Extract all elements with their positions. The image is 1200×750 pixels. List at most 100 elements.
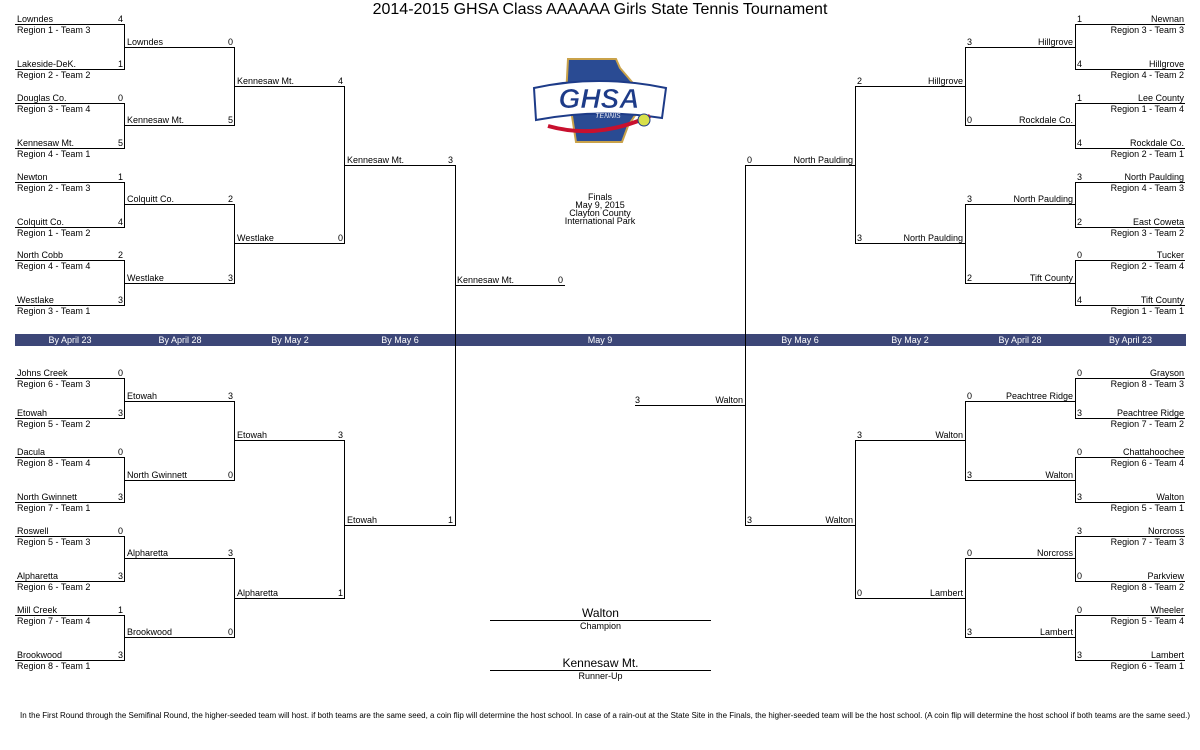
team-score: 2: [227, 194, 233, 204]
team-score: 0: [117, 526, 123, 536]
team-name: Parkview: [1147, 571, 1184, 581]
team-seed: Region 2 - Team 4: [1110, 261, 1184, 271]
team-seed: Region 3 - Team 2: [1110, 228, 1184, 238]
bracket-line: [1075, 182, 1076, 228]
team-score: 0: [1077, 368, 1083, 378]
team-score: 3: [857, 233, 863, 243]
team-name: North Paulding: [1124, 172, 1184, 182]
team-score: 5: [227, 115, 233, 125]
champion-line: [490, 620, 711, 621]
bracket-line: [124, 24, 125, 70]
team-seed: Region 1 - Team 1: [1110, 306, 1184, 316]
team-name: Hillgrove: [1037, 37, 1073, 47]
bracket-line: [455, 285, 565, 286]
team-seed: Region 2 - Team 2: [17, 70, 91, 80]
team-name: Kennesaw Mt.: [127, 115, 185, 125]
team-score: 4: [1077, 59, 1083, 69]
bracket-line: [965, 558, 966, 638]
champion-block: Walton Champion: [490, 607, 711, 631]
finals-info-line: Clayton County: [569, 208, 631, 218]
bracket-line: [234, 558, 235, 638]
team-name: Lambert: [929, 588, 963, 598]
team-name: Lowndes: [17, 14, 54, 24]
bracket-line: [855, 440, 965, 441]
team-name: Etowah: [17, 408, 48, 418]
round-label: By May 6: [381, 335, 419, 345]
bracket-line: [124, 536, 125, 582]
bracket-line: [235, 598, 345, 599]
team-score: 1: [447, 515, 453, 525]
team-score: 3: [447, 155, 453, 165]
team-name: East Coweta: [1132, 217, 1184, 227]
team-name: Norcross: [1036, 548, 1073, 558]
team-name: Lee County: [1137, 93, 1184, 103]
bracket-line: [125, 204, 235, 205]
bracket-line: [344, 440, 345, 599]
team-score: 0: [117, 447, 123, 457]
team-name: Walton: [1156, 492, 1184, 502]
bracket-line: [855, 440, 856, 599]
team-score: 3: [635, 395, 641, 405]
team-name: Alpharetta: [237, 588, 279, 598]
bracket-line: [965, 204, 1075, 205]
bracket-line: [234, 401, 235, 481]
bracket-line: [1075, 378, 1076, 419]
champion-team: Walton: [582, 606, 619, 620]
bracket-line: [1075, 305, 1185, 306]
team-name: Etowah: [347, 515, 378, 525]
bracket-line: [635, 405, 745, 406]
team-score: 0: [967, 548, 973, 558]
bracket-line: [745, 165, 746, 526]
bracket-line: [125, 47, 235, 48]
team-name: Westlake: [17, 295, 54, 305]
team-name: North Gwinnett: [127, 470, 188, 480]
team-name: Kennesaw Mt.: [457, 275, 515, 285]
team-score: 4: [1077, 295, 1083, 305]
bracket-line: [125, 480, 235, 481]
bracket-line: [15, 378, 125, 379]
bracket-line: [1075, 615, 1185, 616]
bracket-line: [15, 227, 125, 228]
team-name: Etowah: [237, 430, 268, 440]
team-name: Newnan: [1150, 14, 1184, 24]
team-seed: Region 4 - Team 4: [17, 261, 91, 271]
team-score: 3: [1077, 492, 1083, 502]
team-score: 0: [227, 37, 233, 47]
team-name: Johns Creek: [17, 368, 68, 378]
team-name: Kennesaw Mt.: [17, 138, 75, 148]
team-score: 5: [117, 138, 123, 148]
bracket-line: [1075, 103, 1185, 104]
page-title: 2014-2015 GHSA Class AAAAAA Girls State …: [372, 1, 828, 18]
bracket-line: [1075, 227, 1185, 228]
champion-label: Champion: [579, 621, 622, 631]
bracket-line: [1075, 536, 1076, 582]
team-score: 1: [1077, 14, 1083, 24]
team-score: 0: [1077, 571, 1083, 581]
bracket-line: [965, 125, 1075, 126]
team-score: 3: [967, 194, 973, 204]
tennis-ball-icon: [637, 113, 651, 127]
team-name: North Paulding: [793, 155, 853, 165]
team-score: 3: [227, 548, 233, 558]
team-score: 3: [967, 627, 973, 637]
team-seed: Region 4 - Team 1: [17, 149, 91, 159]
bracket-line: [15, 502, 125, 503]
team-name: Westlake: [127, 273, 164, 283]
bracket-line: [15, 536, 125, 537]
bracket-line: [15, 148, 125, 149]
round-label: By May 2: [271, 335, 309, 345]
team-name: Hillgrove: [1148, 59, 1184, 69]
bracket-line: [124, 615, 125, 661]
bracket-line: [1075, 457, 1185, 458]
team-seed: Region 6 - Team 4: [1110, 458, 1184, 468]
bracket-line: [125, 401, 235, 402]
bracket-line: [345, 525, 455, 526]
round-label: By April 23: [1108, 335, 1153, 345]
bracket-line: [965, 480, 1075, 481]
team-score: 3: [117, 571, 123, 581]
team-score: 0: [117, 368, 123, 378]
team-score: 0: [747, 155, 753, 165]
round-label: By May 6: [781, 335, 819, 345]
bracket-line: [1075, 418, 1185, 419]
runner-up-line: [490, 670, 711, 671]
